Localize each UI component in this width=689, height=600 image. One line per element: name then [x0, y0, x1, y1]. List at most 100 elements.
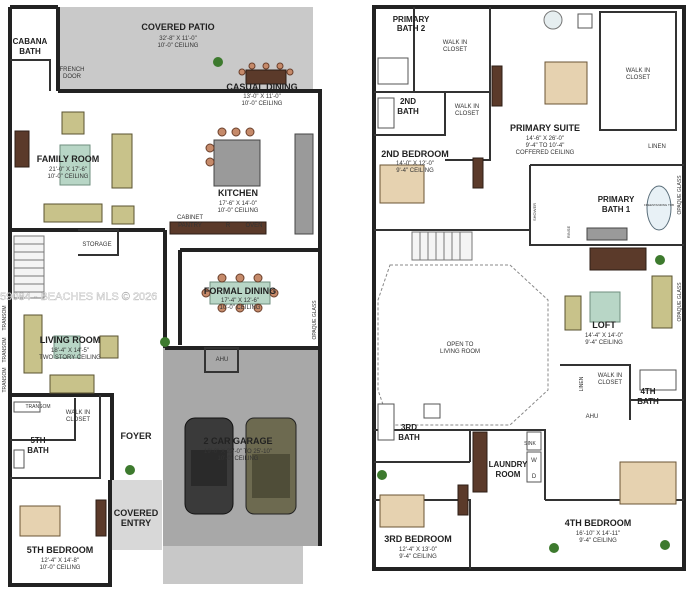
- label-4th-bath-l2: BATH: [637, 397, 659, 406]
- label-open-to-l2: LIVING ROOM: [440, 349, 480, 355]
- fourth-bath-tub: [639, 369, 677, 391]
- label-formal-dining: FORMAL DINING: [204, 286, 276, 296]
- label-cabana-bath-l1: CABANA: [13, 37, 48, 46]
- label-walk-in-closet-a-l2: CLOSET: [443, 47, 467, 53]
- armchair-2: [111, 205, 135, 225]
- label-kitchen: KITCHEN: [218, 188, 258, 198]
- tv-console: [14, 130, 30, 168]
- label-2nd-bath-l2: BATH: [397, 107, 419, 116]
- car-2: [245, 417, 297, 515]
- label-storage: STORAGE: [82, 242, 111, 248]
- label-covered-entry-l2: ENTRY: [121, 518, 151, 528]
- third-bed: [379, 494, 425, 528]
- label-primary-suite: PRIMARY SUITE: [510, 123, 580, 133]
- label-3rd-bath-l2: BATH: [398, 433, 420, 442]
- dims-living-room: 18'-4" X 14'-5": [51, 348, 89, 354]
- ceiling-covered-patio: 10'-0" CEILING: [158, 43, 199, 49]
- label-rinse: RINSE: [566, 226, 571, 239]
- ceiling-casual-dining: 10'-0" CEILING: [242, 101, 283, 107]
- primary-bed: [544, 61, 588, 105]
- fifth-bath-toilet: [13, 449, 25, 469]
- dims-family-room: 21'-0" X 17'-6": [49, 167, 87, 173]
- label-laundry-l2: ROOM: [496, 470, 521, 479]
- covered-entry-slab: [112, 480, 162, 550]
- label-family-room: FAMILY ROOM: [37, 154, 100, 164]
- coffee-table: [59, 144, 91, 186]
- label-cabana-bath-l2: BATH: [19, 47, 41, 56]
- ceiling-2nd-bedroom: 9'-4" CEILING: [396, 168, 434, 174]
- label-shower: SHOWER: [532, 203, 537, 221]
- ceiling-primary-suite: 9'-4" TO 10'-4": [526, 143, 565, 149]
- label-transom-1: TRANSOM: [2, 306, 8, 331]
- bathtub-round: [543, 10, 563, 30]
- stairs-first-floor: [13, 235, 45, 299]
- loft-table: [589, 291, 621, 323]
- second-bed: [379, 164, 425, 204]
- label-4th-bath-l1: 4TH: [640, 387, 655, 396]
- open-to-below: [377, 264, 549, 426]
- label-refrigerator: R: [226, 223, 231, 229]
- dims-formal-dining: 17'-4" X 12'-6": [221, 298, 259, 304]
- label-dryer: D: [532, 474, 537, 480]
- sectional-sofa: [43, 203, 103, 223]
- label-oven: OVEN: [245, 223, 262, 229]
- loft-sofa: [651, 275, 673, 329]
- fourth-bed: [619, 461, 677, 505]
- label-french-door-l2: DOOR: [63, 74, 82, 80]
- label-linen-2: LINEN: [579, 376, 585, 391]
- label-primary-bath-1-l2: BATH 1: [602, 205, 631, 214]
- label-sink: SINK: [524, 441, 536, 447]
- label-laundry-l1: LAUNDRY: [489, 460, 528, 469]
- label-linen-1: LINEN: [648, 144, 666, 150]
- stairs-second-floor: [411, 231, 473, 261]
- dims-primary-suite: 14'-6" X 26'-0": [526, 136, 564, 142]
- fifth-bed: [19, 505, 61, 537]
- label-ahu-2: AHU: [586, 414, 599, 420]
- label-2nd-bath-l1: 2ND: [400, 97, 416, 106]
- dims-casual-dining: 13'-0" X 11'-0": [243, 94, 280, 100]
- ceiling-loft: 9'-4" CEILING: [585, 340, 623, 346]
- labels: CABANA BATH COVERED PATIO 32'-8" X 11'-0…: [0, 15, 683, 571]
- kitchen-counter: [294, 133, 314, 235]
- label-walk-in-closet-1-l2: CLOSET: [66, 417, 90, 423]
- label-freestanding-tub: FREESTANDING TUB: [644, 203, 674, 207]
- label-2nd-bedroom: 2ND BEDROOM: [381, 149, 449, 159]
- label-walk-in-closet-1-l1: WALK IN: [66, 410, 90, 416]
- car-1: [184, 417, 234, 515]
- label-living-room: LIVING ROOM: [40, 335, 101, 345]
- dims-kitchen: 17'-6" X 14'-0": [219, 201, 257, 207]
- dims-2nd-bedroom: 14'-0" X 12'-0": [396, 161, 434, 167]
- label-foyer: FOYER: [120, 431, 152, 441]
- label-loft: LOFT: [592, 320, 616, 330]
- second-floor-plan: [372, 5, 686, 571]
- label-transom-4: TRANSOM: [26, 404, 51, 410]
- driveway: [163, 546, 303, 584]
- label-covered-entry-l1: COVERED: [114, 508, 159, 518]
- label-walk-in-closet-primary-l2: CLOSET: [626, 75, 650, 81]
- label-open-to-l1: OPEN TO: [447, 342, 474, 348]
- label-opaque-glass-3: OPAQUE GLASS: [677, 282, 683, 322]
- label-opaque-glass-1: OPAQUE GLASS: [312, 300, 318, 340]
- ceiling-4th-bedroom: 9'-4" CEILING: [579, 538, 617, 544]
- label-covered-patio: COVERED PATIO: [141, 22, 214, 32]
- dims-3rd-bedroom: 12'-4" X 13'-0": [399, 547, 437, 553]
- loft-console: [589, 247, 647, 271]
- label-primary-bath-1-l1: PRIMARY: [598, 195, 635, 204]
- label-3rd-bedroom: 3RD BEDROOM: [384, 534, 452, 544]
- primary-vanity: [586, 227, 628, 241]
- label-transom-3: TRANSOM: [2, 368, 8, 393]
- ceiling-family-room: 10'-0" CEILING: [48, 174, 89, 180]
- dresser: [95, 499, 107, 537]
- label-5th-bath-l1: 5TH: [30, 436, 45, 445]
- ceiling-3rd-bedroom: 9'-4" CEILING: [399, 554, 437, 560]
- primary-bath-2-vanity: [377, 57, 409, 85]
- second-bath-tub: [377, 97, 395, 129]
- cabinet-pantry: [169, 221, 267, 235]
- label-walk-in-closet-b-l1: WALK IN: [455, 104, 479, 110]
- label-garage: 2 CAR GARAGE: [203, 436, 272, 446]
- primary-dresser: [491, 65, 503, 107]
- label-transom-2: TRANSOM: [2, 338, 8, 363]
- label-opaque-glass-2: OPAQUE GLASS: [677, 175, 683, 215]
- ceiling2-primary-suite: COFFERED CEILING: [516, 150, 575, 156]
- third-bath-tub: [377, 403, 395, 441]
